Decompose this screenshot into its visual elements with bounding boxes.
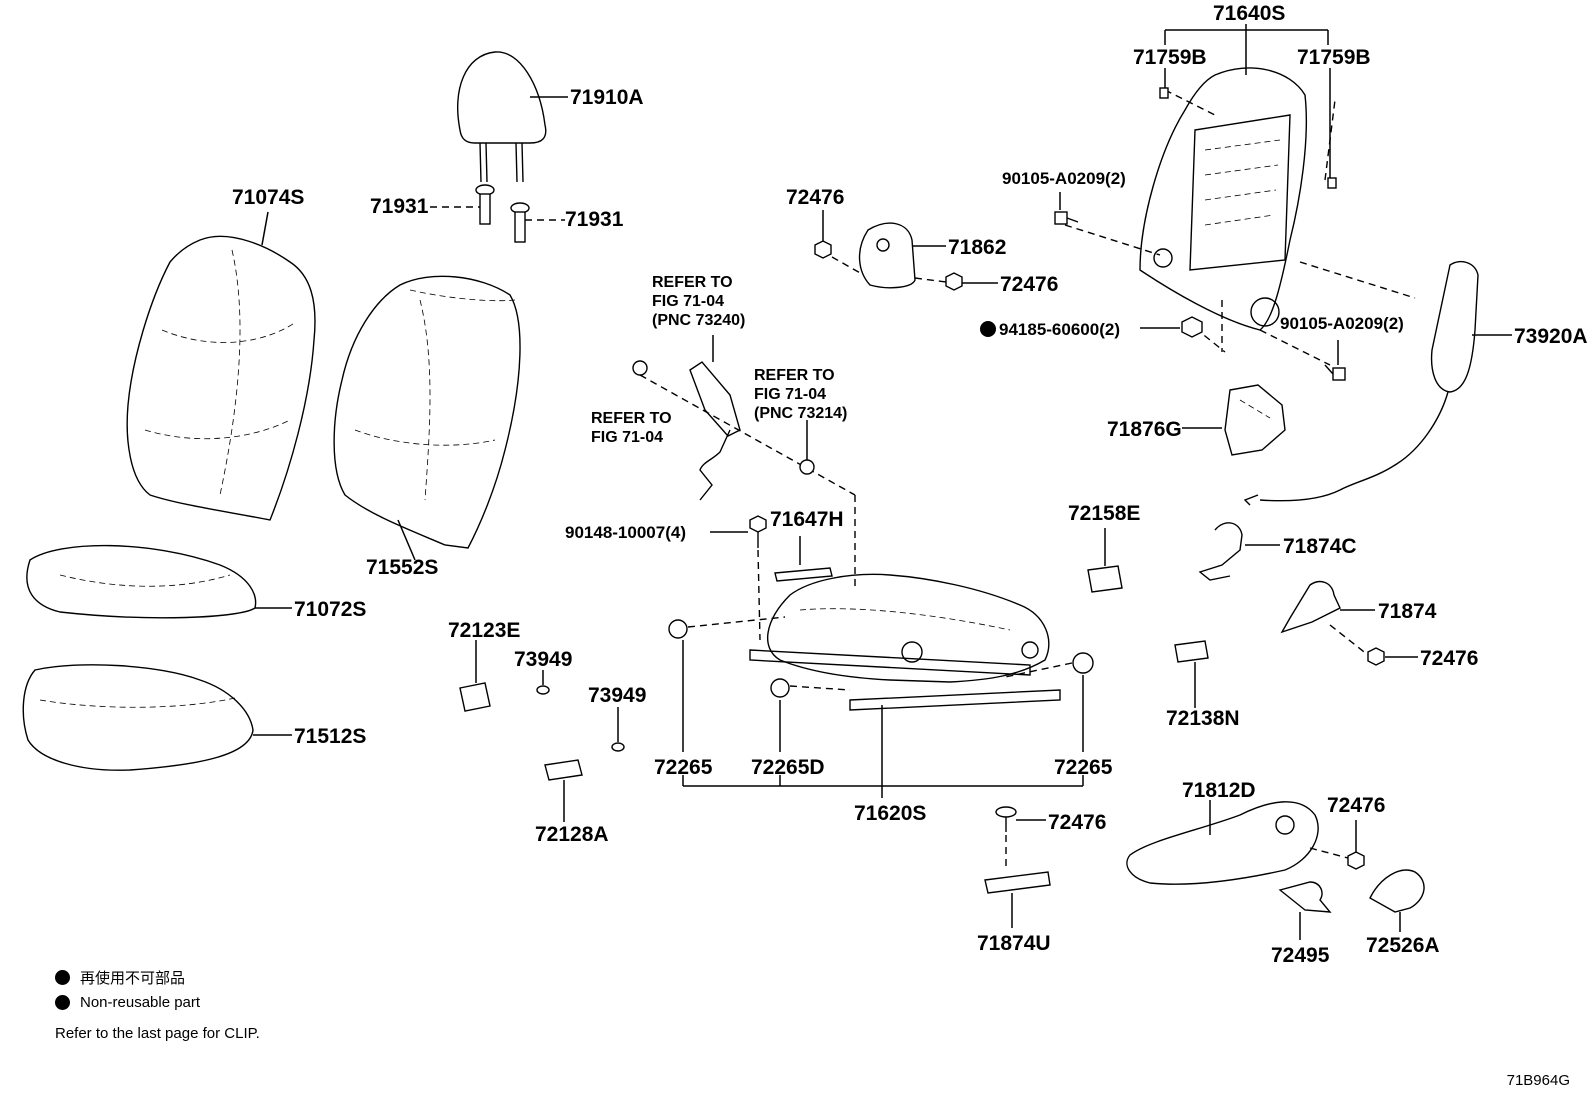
headrest bbox=[456, 51, 547, 183]
label-71552S: 71552S bbox=[366, 556, 438, 579]
label-71072S: 71072S bbox=[294, 598, 366, 621]
clip-ref-left bbox=[632, 360, 648, 376]
ref-73214-line1: REFER TO bbox=[754, 367, 835, 384]
label-71862: 71862 bbox=[948, 236, 1006, 259]
screw-72476-d bbox=[995, 806, 1017, 832]
ref-fig-line2: FIG 71-04 bbox=[591, 429, 663, 446]
clip-72265-right bbox=[1072, 652, 1094, 674]
label-71931-right: 71931 bbox=[565, 208, 624, 231]
label-72526A: 72526A bbox=[1366, 934, 1440, 957]
ref-73240-line1: REFER TO bbox=[652, 274, 733, 291]
legend-notes: 再使用不可部品 Non-reusable part Refer to the l… bbox=[55, 965, 260, 1042]
bolt-90105-bottom bbox=[1324, 364, 1346, 381]
label-72476-d: 72476 bbox=[1048, 811, 1106, 834]
label-90105-bottom: 90105-A0209(2) bbox=[1280, 314, 1404, 333]
label-71759B-left: 71759B bbox=[1133, 46, 1207, 69]
label-72265-right: 72265 bbox=[1054, 756, 1113, 779]
cover-71874U bbox=[984, 871, 1051, 894]
screw-72476-b bbox=[945, 272, 963, 291]
seatbelt-buckle bbox=[689, 361, 741, 501]
seat-cushion-pad bbox=[22, 664, 254, 771]
screw-72476-e bbox=[1347, 851, 1365, 870]
side-airbag bbox=[1243, 260, 1479, 506]
cover-72128A bbox=[544, 759, 583, 781]
label-71812D: 71812D bbox=[1182, 779, 1256, 802]
label-72476-e: 72476 bbox=[1327, 794, 1385, 817]
label-71910A: 71910A bbox=[570, 86, 644, 109]
headrest-support-right bbox=[510, 202, 530, 243]
ref-73240-line2: FIG 71-04 bbox=[652, 293, 724, 310]
bracket-71876G bbox=[1224, 384, 1286, 456]
screw-72476-a bbox=[814, 240, 832, 259]
label-73949-b: 73949 bbox=[588, 684, 646, 707]
plug-73949-b bbox=[611, 742, 625, 752]
label-72138N: 72138N bbox=[1166, 707, 1240, 730]
clip-72265D bbox=[770, 678, 790, 698]
legend-text-ja: 再使用不可部品 bbox=[80, 970, 186, 987]
clip-note: Refer to the last page for CLIP. bbox=[55, 1025, 260, 1042]
label-71874: 71874 bbox=[1378, 600, 1437, 623]
label-90148: 90148-10007(4) bbox=[565, 523, 686, 542]
drawing-code: 71B964G bbox=[1506, 1072, 1570, 1089]
label-72476-c: 72476 bbox=[1420, 647, 1478, 670]
label-71620S: 71620S bbox=[854, 802, 926, 825]
clip-72265-left bbox=[668, 619, 688, 639]
clip-ref-right bbox=[799, 459, 815, 475]
seatback-frame bbox=[1139, 24, 1329, 331]
cover-72158E bbox=[1087, 565, 1123, 593]
label-72476-a: 72476 bbox=[786, 186, 844, 209]
knob-72526A bbox=[1369, 869, 1425, 913]
cover-72123E bbox=[459, 682, 491, 712]
nonreusable-marker bbox=[980, 321, 996, 337]
label-71874U: 71874U bbox=[977, 932, 1051, 955]
label-73920A: 73920A bbox=[1514, 325, 1588, 348]
legend-row-en: Non-reusable part bbox=[55, 990, 260, 1015]
label-71874C: 71874C bbox=[1283, 535, 1357, 558]
bar-71647H bbox=[774, 567, 833, 582]
label-72476-b: 72476 bbox=[1000, 273, 1058, 296]
recliner-cover-71862 bbox=[858, 222, 916, 289]
label-94185: 94185-60600(2) bbox=[999, 320, 1120, 339]
headrest-support-left bbox=[475, 184, 495, 225]
label-71647H: 71647H bbox=[770, 508, 844, 531]
nut-94185 bbox=[1181, 316, 1203, 338]
label-71640S: 71640S bbox=[1213, 2, 1285, 25]
screw-72476-c bbox=[1367, 647, 1385, 666]
label-72265D: 72265D bbox=[751, 756, 825, 779]
legend-text-en: Non-reusable part bbox=[80, 994, 201, 1011]
ref-73214-line3: (PNC 73214) bbox=[754, 405, 847, 422]
knob-72495 bbox=[1278, 881, 1332, 913]
label-71759B-right: 71759B bbox=[1297, 46, 1371, 69]
label-72123E: 72123E bbox=[448, 619, 520, 642]
ref-73214-line2: FIG 71-04 bbox=[754, 386, 826, 403]
label-72495: 72495 bbox=[1271, 944, 1330, 967]
nonreusable-dot-icon bbox=[55, 970, 70, 985]
label-71931-left: 71931 bbox=[370, 195, 429, 218]
cover-72138N bbox=[1174, 640, 1209, 663]
seat-adjuster-frame bbox=[749, 573, 1061, 711]
seat-cushion-cover bbox=[26, 544, 257, 619]
bolt-90148 bbox=[749, 515, 767, 548]
nonreusable-dot-icon bbox=[55, 995, 70, 1010]
label-72265-left: 72265 bbox=[654, 756, 713, 779]
side-shield-71812D bbox=[1126, 801, 1319, 885]
ref-73240-line3: (PNC 73240) bbox=[652, 312, 745, 329]
ref-fig-line1: REFER TO bbox=[591, 410, 672, 427]
plug-73949-a bbox=[536, 685, 550, 695]
label-72158E: 72158E bbox=[1068, 502, 1140, 525]
label-72128A: 72128A bbox=[535, 823, 609, 846]
bolt-90105-top bbox=[1054, 211, 1079, 225]
lever-71874 bbox=[1280, 580, 1341, 634]
label-71876G: 71876G bbox=[1107, 418, 1182, 441]
cable-71874C bbox=[1198, 522, 1243, 581]
seatback-pad bbox=[333, 275, 521, 549]
label-73949-a: 73949 bbox=[514, 648, 572, 671]
label-90105-top: 90105-A0209(2) bbox=[1002, 169, 1126, 188]
legend-row-ja: 再使用不可部品 bbox=[55, 965, 260, 990]
label-71074S: 71074S bbox=[232, 186, 304, 209]
label-71512S: 71512S bbox=[294, 725, 366, 748]
seatback-cover bbox=[126, 235, 316, 521]
